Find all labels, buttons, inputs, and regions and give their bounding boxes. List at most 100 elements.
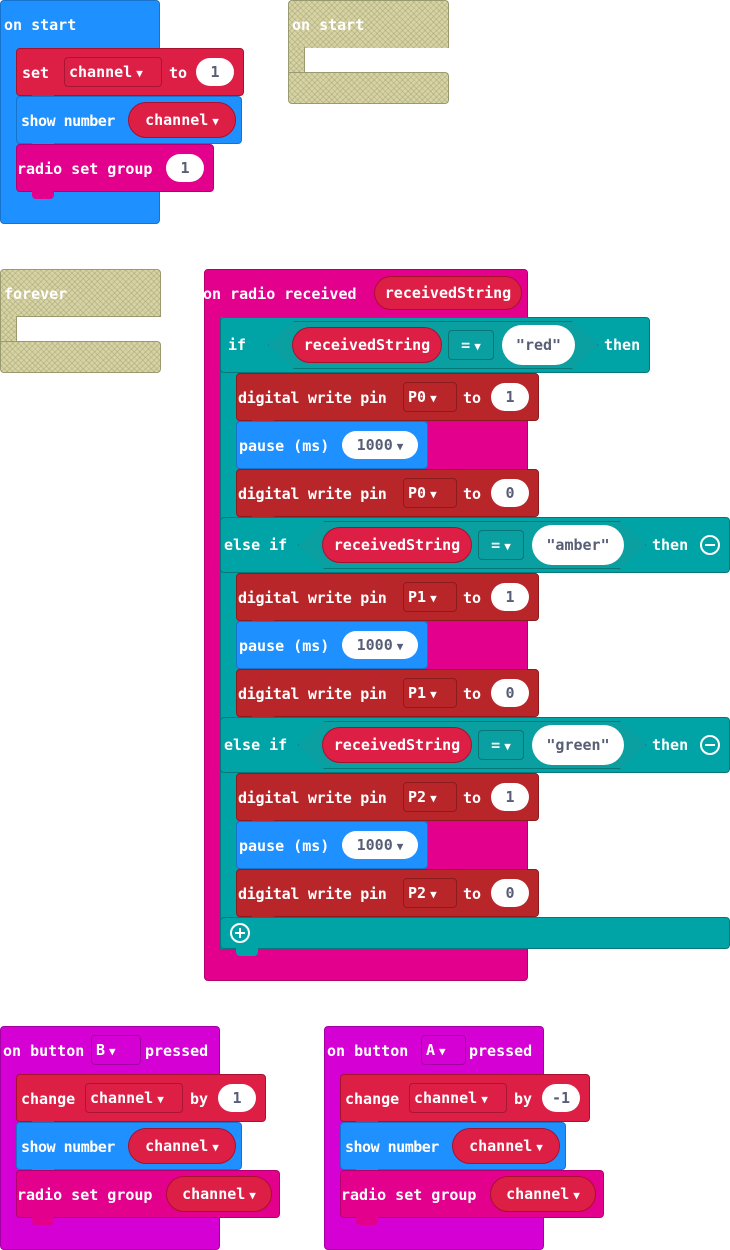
digital-write-block[interactable] [236, 669, 539, 717]
string-input[interactable]: "red" [502, 325, 575, 365]
block-notch [236, 948, 258, 956]
variable-reporter[interactable]: channel▼ [128, 1128, 236, 1164]
digital-write-label: digital write pin [238, 389, 387, 407]
caret-down-icon: ▼ [430, 592, 437, 605]
received-string-reporter[interactable]: receivedString [322, 527, 472, 563]
variable-name: channel [414, 1089, 478, 1107]
operator: = [461, 336, 471, 354]
pin-dropdown[interactable]: P2▼ [403, 878, 457, 908]
number-input[interactable]: 0 [491, 679, 529, 707]
number-input[interactable]: 1 [491, 383, 529, 411]
variable-dropdown[interactable]: channel▼ [85, 1083, 183, 1113]
param-name: receivedString [384, 284, 512, 302]
pause-label: pause (ms) [239, 637, 330, 655]
string-input[interactable]: "amber" [532, 525, 624, 565]
pin-dropdown[interactable]: P0▼ [403, 478, 457, 508]
variable-reporter[interactable]: channel▼ [166, 1176, 272, 1212]
variable-name: receivedString [333, 736, 461, 754]
received-string-param[interactable]: receivedString [374, 276, 522, 310]
to-label: to [463, 589, 482, 607]
digital-write-label: digital write pin [238, 885, 387, 903]
forever-hat[interactable] [0, 269, 161, 317]
variable-name: receivedString [303, 336, 431, 354]
string-input[interactable]: "green" [532, 725, 624, 765]
equals-dropdown[interactable]: =▼ [478, 530, 524, 560]
caret-down-icon: ▼ [396, 440, 404, 453]
number-input[interactable]: 1 [491, 783, 529, 811]
button-dropdown[interactable]: B▼ [91, 1035, 141, 1065]
variable-name: receivedString [333, 536, 461, 554]
pin-dropdown[interactable]: P0▼ [403, 382, 457, 412]
by-label: by [190, 1090, 209, 1108]
received-string-reporter[interactable]: receivedString [292, 327, 442, 363]
pause-value-dropdown[interactable]: 1000▼ [342, 631, 418, 659]
variable-reporter[interactable]: channel▼ [452, 1128, 560, 1164]
variable-name: channel [182, 1185, 246, 1203]
digital-write-block[interactable] [236, 373, 539, 421]
caret-down-icon: ▼ [573, 1189, 580, 1202]
variable-name: channel [69, 63, 133, 81]
variable-name: channel [90, 1089, 154, 1107]
radio-set-group-label: radio set group [17, 160, 153, 178]
variable-dropdown[interactable]: channel▼ [64, 57, 162, 87]
pin-dropdown[interactable]: P1▼ [403, 678, 457, 708]
pause-value: 1000 [356, 836, 393, 854]
pause-value-dropdown[interactable]: 1000▼ [342, 831, 418, 859]
then-label: then [604, 336, 641, 354]
caret-down-icon: ▼ [212, 115, 219, 128]
caret-down-icon: ▼ [212, 1141, 219, 1154]
to-label: to [463, 485, 482, 503]
number-input[interactable]: 1 [196, 58, 234, 86]
pin-name: P0 [408, 388, 427, 406]
pause-value: 1000 [356, 636, 393, 654]
caret-down-icon: ▼ [439, 1045, 446, 1058]
pin-name: P2 [408, 884, 427, 902]
else-if-label: else if [224, 736, 288, 754]
to-label: to [169, 64, 188, 82]
equals-dropdown[interactable]: =▼ [478, 730, 524, 760]
variable-dropdown[interactable]: channel▼ [409, 1083, 507, 1113]
number-input[interactable]: -1 [542, 1084, 580, 1112]
variable-reporter[interactable]: channel▼ [490, 1176, 596, 1212]
change-label: change [21, 1090, 76, 1108]
number-input[interactable]: 0 [491, 879, 529, 907]
digital-write-block[interactable] [236, 869, 539, 917]
radio-set-group-label: radio set group [341, 1186, 477, 1204]
forever-label: forever [4, 285, 68, 303]
digital-write-label: digital write pin [238, 789, 387, 807]
pause-label: pause (ms) [239, 437, 330, 455]
number-input[interactable]: 0 [491, 479, 529, 507]
number-input[interactable]: 1 [218, 1084, 256, 1112]
digital-write-block[interactable] [236, 469, 539, 517]
number-input[interactable]: 1 [491, 583, 529, 611]
to-label: to [463, 685, 482, 703]
to-label: to [463, 885, 482, 903]
button-name: B [96, 1041, 106, 1059]
on-button-label: on button [3, 1042, 85, 1060]
pressed-label: pressed [145, 1042, 209, 1060]
button-dropdown[interactable]: A▼ [421, 1035, 466, 1065]
pin-dropdown[interactable]: P1▼ [403, 582, 457, 612]
equals-dropdown[interactable]: =▼ [448, 330, 494, 360]
on-start-disabled-hat[interactable] [288, 0, 449, 48]
received-string-reporter[interactable]: receivedString [322, 727, 472, 763]
caret-down-icon: ▼ [430, 688, 437, 701]
on-button-label: on button [327, 1042, 409, 1060]
caret-down-icon: ▼ [396, 640, 404, 653]
pause-value-dropdown[interactable]: 1000▼ [342, 431, 418, 459]
remove-else-if-icon[interactable] [700, 535, 720, 555]
show-number-label: show number [21, 112, 115, 130]
number-input[interactable]: 1 [166, 154, 204, 182]
digital-write-block[interactable] [236, 773, 539, 821]
variable-reporter[interactable]: channel▼ [128, 102, 236, 138]
pin-dropdown[interactable]: P2▼ [403, 782, 457, 812]
caret-down-icon: ▼ [157, 1093, 164, 1106]
caret-down-icon: ▼ [430, 888, 437, 901]
set-label: set [22, 64, 50, 82]
caret-down-icon: ▼ [430, 792, 437, 805]
operator: = [491, 736, 501, 754]
pressed-label: pressed [469, 1042, 533, 1060]
digital-write-block[interactable] [236, 573, 539, 621]
add-else-if-icon[interactable] [230, 923, 250, 943]
remove-else-if-icon[interactable] [700, 735, 720, 755]
